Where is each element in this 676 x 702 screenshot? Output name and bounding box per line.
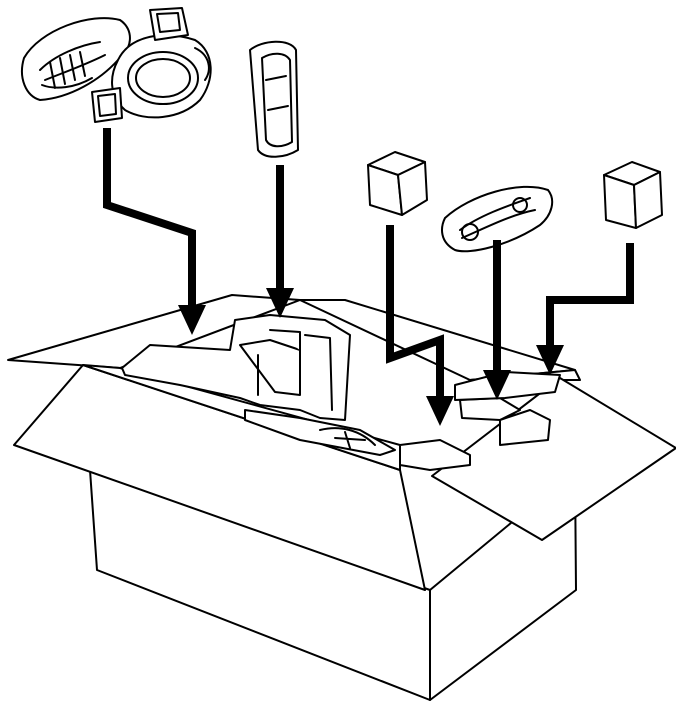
arrow-box-1 bbox=[390, 225, 440, 398]
arrowhead-box-1 bbox=[426, 396, 454, 426]
cube-icon bbox=[368, 152, 427, 215]
arrow-cables bbox=[107, 128, 192, 312]
arrow-box-2 bbox=[550, 243, 630, 348]
document-bag-icon bbox=[250, 42, 298, 157]
cube-icon bbox=[604, 162, 662, 228]
